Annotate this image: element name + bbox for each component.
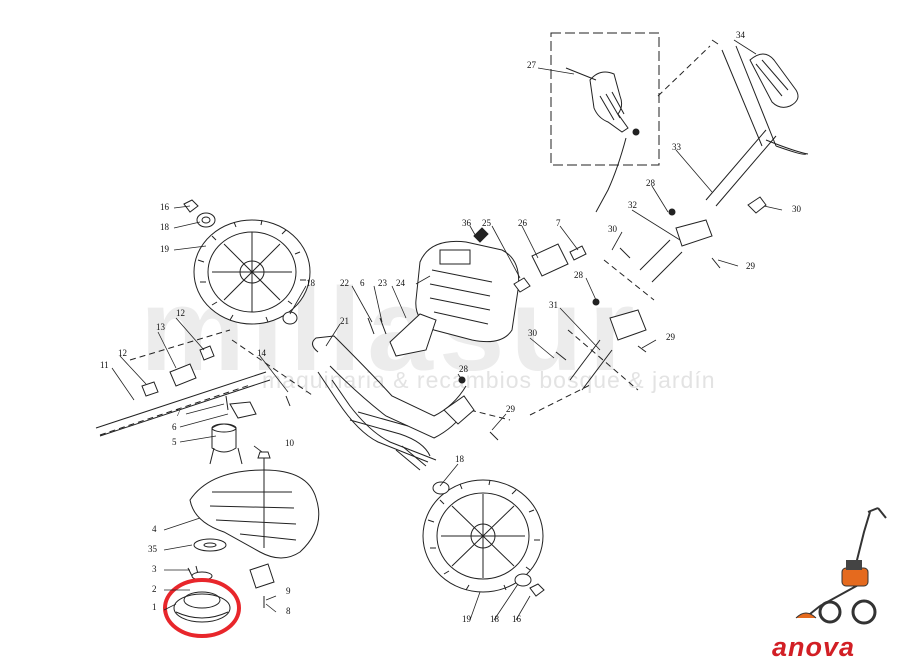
throttle-detail-box (550, 32, 660, 166)
callout-6: 6 (172, 422, 177, 432)
shaft-clamp-lower (609, 309, 647, 341)
callout-28a: 28 (646, 178, 656, 188)
callout-30a: 30 (608, 224, 618, 234)
highlight-ring (163, 578, 241, 638)
callout-30c: 30 (528, 328, 538, 338)
drive-shaft (95, 371, 271, 437)
callout-12b: 12 (176, 308, 185, 318)
handle-grip (749, 53, 799, 108)
callout-11: 11 (100, 360, 109, 370)
callout-13: 13 (156, 322, 166, 332)
callout-32: 32 (628, 200, 637, 210)
callout-26: 26 (518, 218, 528, 228)
wheel-lower (422, 479, 544, 593)
callout-24: 24 (396, 278, 406, 288)
callout-18d: 18 (490, 614, 500, 624)
callout-19a: 19 (160, 244, 170, 254)
callout-4: 4 (152, 524, 157, 534)
upper-shaft (705, 129, 777, 207)
callout-18a: 18 (160, 222, 170, 232)
callout-21: 21 (340, 316, 349, 326)
callout-19b: 19 (462, 614, 472, 624)
callout-35: 35 (148, 544, 158, 554)
air-filter-cover (531, 243, 569, 277)
wheel-upper (193, 219, 311, 325)
brand-logo: anova (772, 632, 856, 662)
callout-29c: 29 (506, 404, 516, 414)
callout-34: 34 (736, 30, 746, 40)
callout-27: 27 (527, 60, 537, 70)
callout-33: 33 (672, 142, 682, 152)
callout-18c: 18 (455, 454, 465, 464)
callout-5: 5 (172, 437, 177, 447)
callout-7b: 7 (556, 218, 561, 228)
throttle-cable (595, 137, 627, 213)
callout-8: 8 (286, 606, 291, 616)
callout-25: 25 (482, 218, 492, 228)
callout-30b: 30 (792, 204, 802, 214)
callout-36: 36 (462, 218, 472, 228)
callout-18b: 18 (306, 278, 316, 288)
callout-16a: 16 (160, 202, 170, 212)
callout-7: 7 (176, 408, 181, 418)
callout-23: 23 (378, 278, 388, 288)
callout-9: 9 (286, 586, 291, 596)
callout-16b: 16 (512, 614, 522, 624)
mount-bracket (249, 563, 275, 589)
callout-31: 31 (549, 300, 558, 310)
callout-1: 1 (152, 602, 157, 612)
callout-29b: 29 (666, 332, 676, 342)
callout-10: 10 (285, 438, 295, 448)
handlebar-tube (721, 45, 809, 155)
callout-12a: 12 (118, 348, 127, 358)
callout-6b: 6 (360, 278, 365, 288)
callout-22: 22 (340, 278, 349, 288)
callout-2: 2 (152, 584, 157, 594)
product-thumbnail (795, 507, 887, 625)
callout-3: 3 (152, 564, 157, 574)
callout-14: 14 (257, 348, 267, 358)
callout-28c: 28 (459, 364, 469, 374)
callout-28b: 28 (574, 270, 584, 280)
callout-29a: 29 (746, 261, 756, 271)
engine-mount-plate (389, 313, 437, 357)
